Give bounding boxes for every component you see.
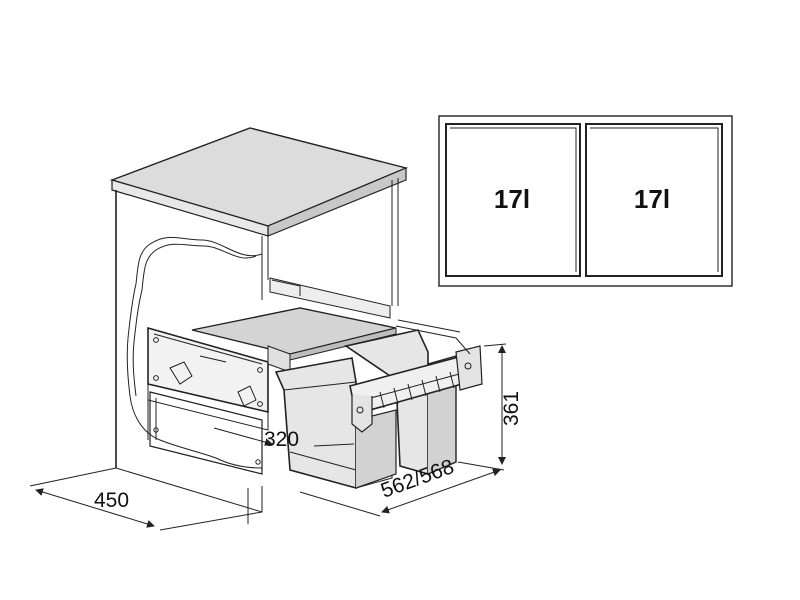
lid — [191, 307, 397, 373]
top-view-inset — [438, 115, 733, 287]
dimension-height-label: 361 — [500, 391, 523, 426]
cabinet — [109, 127, 409, 513]
bin-handle-frame — [349, 319, 483, 433]
dimension-lines — [29, 343, 507, 531]
capacity-left-label: 17l — [494, 184, 530, 214]
capacity-right-label: 17l — [634, 184, 670, 214]
dimension-inner-label: 320 — [264, 428, 299, 451]
bin-left — [274, 357, 397, 490]
dimension-width-label: 450 — [94, 489, 129, 512]
front-frame — [147, 326, 269, 475]
